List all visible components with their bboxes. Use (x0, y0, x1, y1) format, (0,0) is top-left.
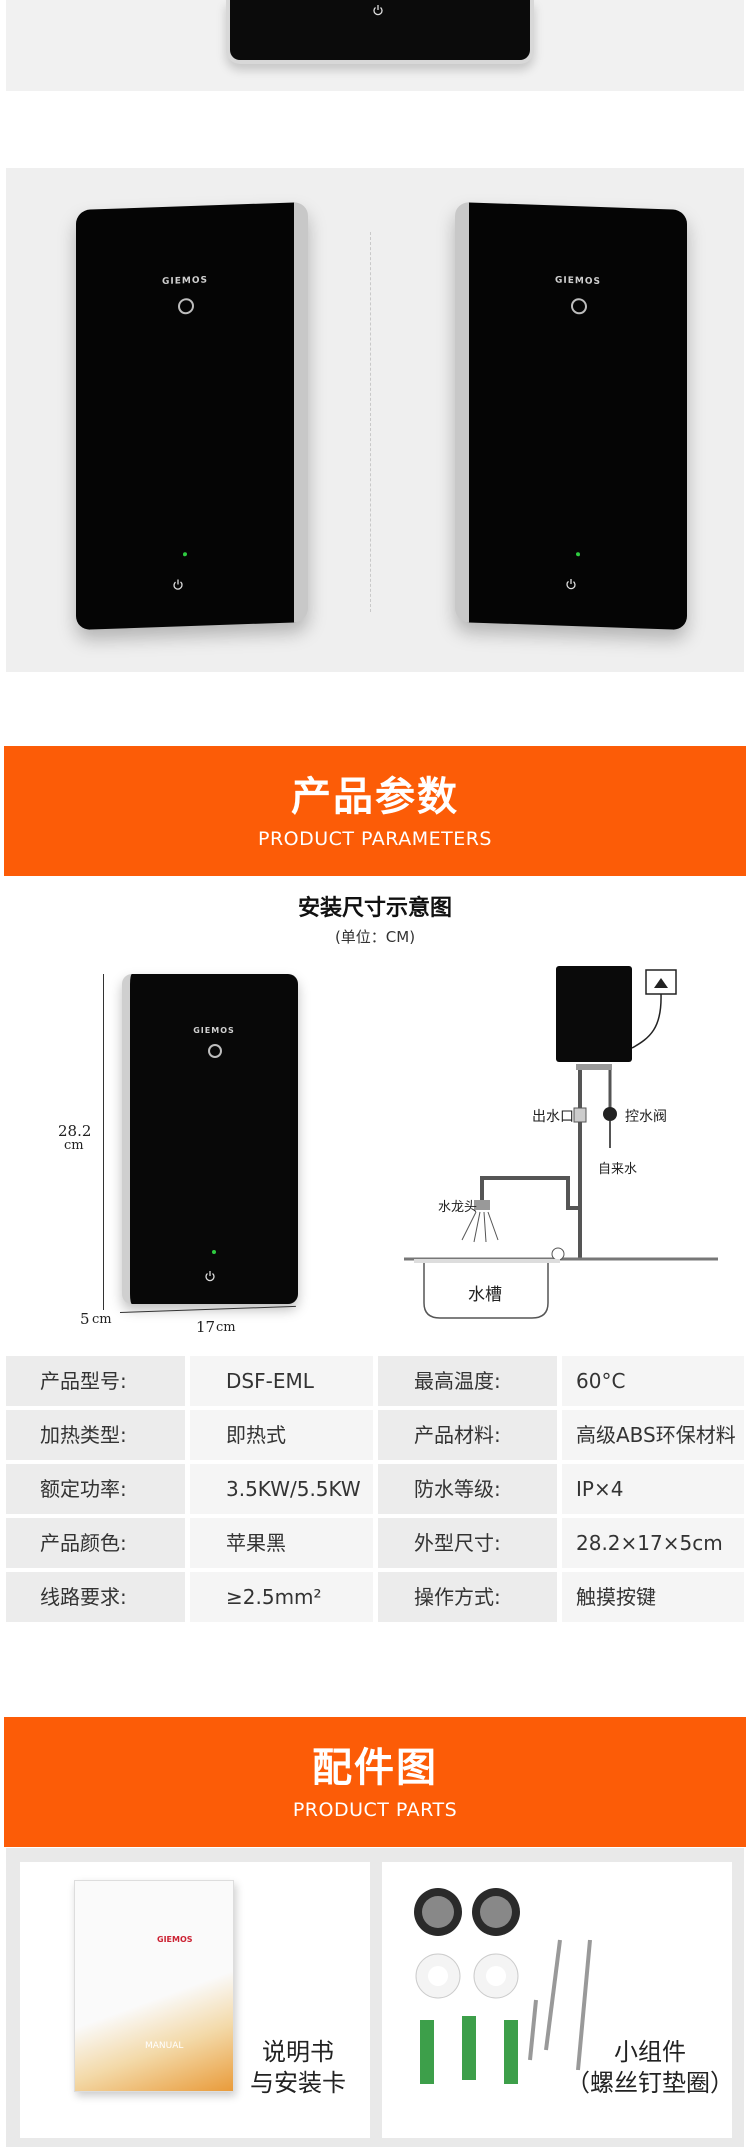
banner-title: 产品参数 (291, 774, 459, 820)
brand-logo: GIEMOS (193, 1026, 235, 1035)
diagram-title: 安装尺寸示意图 (297, 896, 452, 921)
width-unit: cm (216, 1320, 236, 1335)
device-left-view: GIEMOS (76, 201, 308, 631)
power-icon (173, 579, 183, 590)
manual-booklet-image: GIEMOS MANUAL (74, 1880, 234, 2092)
indicator-led (183, 552, 187, 557)
spec-value: 苹果黑 (190, 1518, 373, 1568)
spec-value: 触摸按键 (562, 1572, 744, 1622)
manual-label: 说明书 与安装卡 (250, 2038, 346, 2097)
depth-unit: cm (92, 1312, 112, 1327)
product-parts-banner: 配件图 PRODUCT PARTS (4, 1717, 746, 1847)
views-divider (370, 232, 371, 612)
indicator-led (212, 1250, 216, 1254)
power-icon (205, 1271, 215, 1282)
label-outlet: 出水口 (532, 1109, 574, 1125)
logo-ring-icon (571, 298, 587, 315)
spec-key: 线路要求: (6, 1572, 185, 1622)
brand-logo: GIEMOS (555, 275, 601, 288)
logo-ring-icon (178, 297, 194, 315)
spec-value: 即热式 (190, 1410, 373, 1460)
height-dimension-line (103, 974, 104, 1310)
logo-ring-icon (208, 1044, 222, 1058)
spec-value: 60°C (562, 1356, 744, 1406)
diagram-unit: (单位：CM) (334, 928, 416, 946)
dimension-device: GIEMOS (122, 974, 298, 1304)
depth-value: 5 (80, 1310, 90, 1328)
installation-schematic (404, 966, 718, 1319)
banner-subtitle: PRODUCT PARTS (292, 1799, 458, 1821)
power-icon (373, 5, 383, 16)
width-dimension-line (119, 1305, 296, 1313)
spec-key: 操作方式: (378, 1572, 557, 1622)
device-right-view: GIEMOS (455, 201, 687, 631)
spec-row: 额定功率: 3.5KW/5.5KW 防水等级: IP×4 (6, 1464, 744, 1514)
spec-row: 产品颜色: 苹果黑 外型尺寸: 28.2×17×5cm (6, 1518, 744, 1568)
spec-key: 额定功率: (6, 1464, 185, 1514)
device-bottom-view (226, 0, 534, 64)
spec-row: 产品型号: DSF-EML 最高温度: 60°C (6, 1356, 744, 1406)
label-sink: 水槽 (468, 1285, 502, 1305)
label-tap-water: 自来水 (598, 1162, 638, 1177)
height-value: 28.2 (58, 1122, 92, 1140)
spec-key: 产品型号: (6, 1356, 185, 1406)
spec-row: 加热类型: 即热式 产品材料: 高级ABS环保材料 (6, 1410, 744, 1460)
spec-key: 产品颜色: (6, 1518, 185, 1568)
spec-value: 28.2×17×5cm (562, 1518, 744, 1568)
spec-key: 外型尺寸: (378, 1518, 557, 1568)
spec-key: 加热类型: (6, 1410, 185, 1460)
label-valve: 控水阀 (625, 1109, 667, 1125)
banner-title: 配件图 (312, 1745, 438, 1791)
spec-key: 防水等级: (378, 1464, 557, 1514)
height-unit: cm (64, 1138, 84, 1153)
spec-table: 产品型号: DSF-EML 最高温度: 60°C 加热类型: 即热式 产品材料:… (6, 1356, 744, 1626)
spec-value: DSF-EML (190, 1356, 373, 1406)
label-faucet: 水龙头 (438, 1200, 478, 1215)
banner-subtitle: PRODUCT PARAMETERS (257, 828, 492, 850)
manual-cover-text: MANUAL (145, 2041, 184, 2051)
brand-logo: GIEMOS (162, 275, 208, 288)
spec-value: 3.5KW/5.5KW (190, 1464, 373, 1514)
spec-key: 产品材料: (378, 1410, 557, 1460)
spec-value: ≥2.5mm² (190, 1572, 373, 1622)
brand-logo: GIEMOS (157, 1935, 193, 1944)
spec-value: IP×4 (562, 1464, 744, 1514)
power-icon (566, 578, 576, 590)
components-label: 小组件 （螺丝钉垫圈） (566, 2038, 734, 2097)
small-components-image (414, 1888, 592, 2084)
product-parameters-banner: 产品参数 PRODUCT PARAMETERS (4, 746, 746, 876)
spec-row: 线路要求: ≥2.5mm² 操作方式: 触摸按键 (6, 1572, 744, 1622)
indicator-led (576, 552, 580, 557)
spec-key: 最高温度: (378, 1356, 557, 1406)
spec-value: 高级ABS环保材料 (562, 1410, 744, 1460)
width-value: 17 (196, 1318, 216, 1336)
